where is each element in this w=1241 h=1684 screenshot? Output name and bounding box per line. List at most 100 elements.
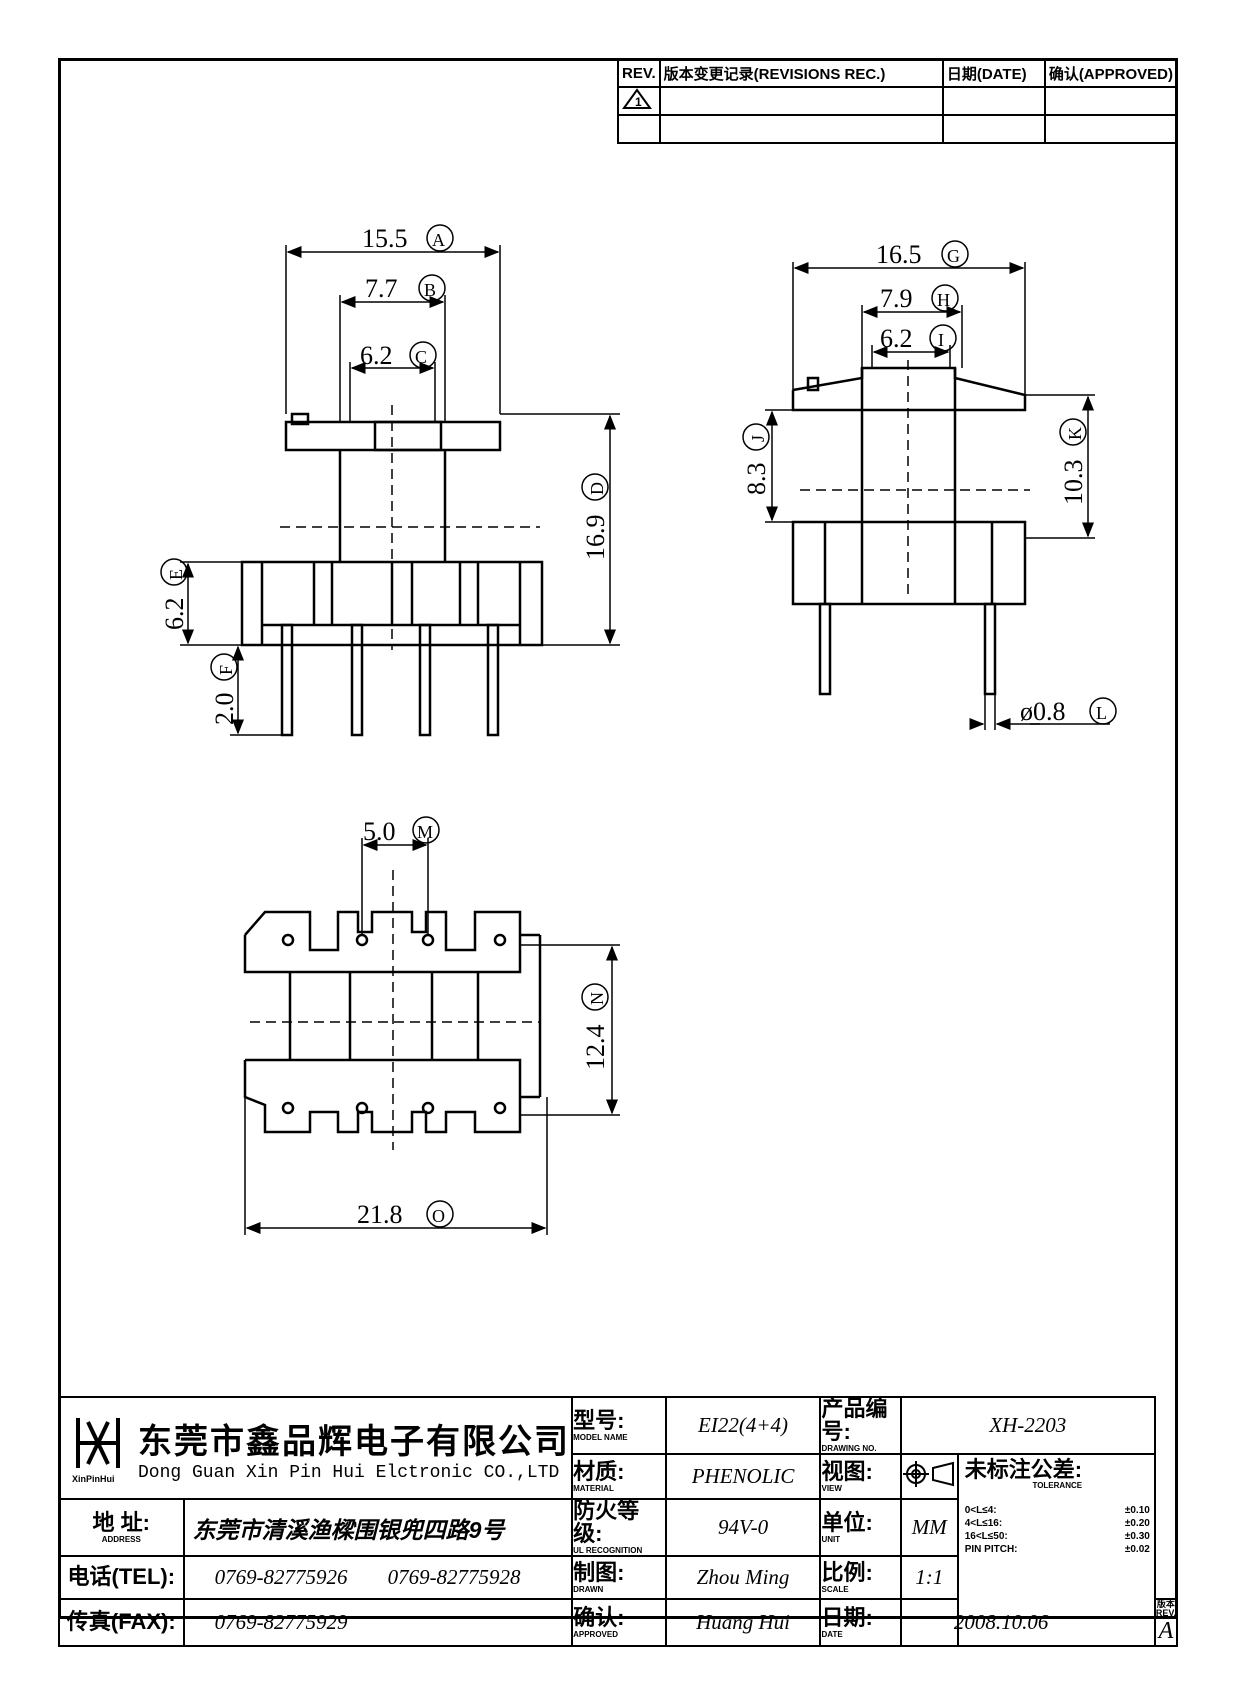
rev-label: 版本REV.: [1155, 1599, 1177, 1618]
dim-j-letter: J: [748, 435, 768, 442]
drawn-sub: DRAWN: [573, 1584, 604, 1594]
address-label: 地 址:: [92, 1509, 150, 1535]
address-value: 东莞市清溪渔樑围银兜四路9号: [182, 1498, 574, 1557]
approved-label-cell: 确认:APPROVED: [571, 1598, 667, 1647]
scale-sub: SCALE: [821, 1584, 849, 1594]
ul-value: 94V-0: [664, 1498, 822, 1557]
ul-label-cell: 防火等级:UL RECOGNITION: [571, 1498, 667, 1557]
centerlines: [250, 360, 1030, 1150]
revision-approved-header: 确认(APPROVED): [1043, 58, 1179, 88]
tol-value: ±0.20: [1124, 1518, 1150, 1529]
dim-n-value: 12.4: [581, 1025, 610, 1071]
dim-k-letter: K: [1065, 427, 1085, 440]
revision-empty-cell: [1043, 114, 1179, 144]
dim-f-letter: F: [216, 665, 236, 675]
dim-d-letter: D: [587, 482, 607, 495]
logo-text: XinPinHui: [72, 1474, 115, 1484]
dim-c-value: 6.2: [360, 341, 393, 370]
revision-empty-cell: [658, 114, 944, 144]
fax-label-cell: 传真(FAX):: [58, 1598, 185, 1647]
tolerance-label: 未标注公差:: [964, 1457, 1083, 1482]
dim-o-letter: O: [432, 1206, 445, 1226]
tolerance-table: 0<L≤4:±0.10 4<L≤16:±0.20 16<L≤50:±0.30 P…: [965, 1504, 1150, 1556]
date-label-cell: 日期:DATE: [819, 1598, 902, 1647]
revision-triangle-icon: 1: [622, 88, 652, 109]
address-label-cell: 地 址:ADDRESS: [58, 1498, 185, 1557]
company-cell: XinPinHui 东莞市鑫品辉电子有限公司 Dong Guan Xin Pin…: [57, 1396, 574, 1500]
revision-empty-cell: [941, 114, 1046, 144]
dim-n-letter: N: [587, 992, 607, 1005]
revision-record-cell: [658, 86, 944, 116]
dim-e-value: 6.2: [160, 598, 189, 631]
tel2-value: 0769-82775928: [387, 1565, 521, 1589]
drawn-label-cell: 制图:DRAWN: [571, 1555, 667, 1600]
tol-value: ±0.10: [1124, 1505, 1150, 1516]
dim-i-value: 6.2: [880, 324, 913, 353]
dim-i-letter: I: [938, 330, 944, 350]
dimension-lines: [180, 245, 1110, 1235]
scale-value: 1:1: [899, 1555, 959, 1600]
fax-label: 传真(FAX):: [66, 1609, 176, 1634]
projection-symbol-cell: [899, 1453, 959, 1500]
dim-h-letter: H: [937, 290, 950, 310]
rev-header: REV.: [617, 58, 661, 88]
revision-triangle-cell: 1: [617, 86, 661, 116]
bottom-view: [243, 910, 542, 1134]
model-label: 型号:: [573, 1407, 625, 1433]
ul-label: 防火等级:: [573, 1498, 640, 1546]
revision-empty-cell: [617, 114, 661, 144]
dim-a-value: 15.5: [362, 224, 408, 253]
model-label-cell: 型号:MODEL NAME: [571, 1396, 667, 1455]
view-label: 视图:: [821, 1458, 873, 1484]
dim-h-value: 7.9: [880, 284, 913, 313]
dim-b-value: 7.7: [365, 274, 398, 303]
side-view: [791, 366, 1027, 696]
tel-label: 电话(TEL):: [67, 1564, 176, 1589]
material-sub: MATERIAL: [573, 1483, 614, 1493]
drawn-value: Zhou Ming: [664, 1555, 822, 1600]
ul-sub: UL RECOGNITION: [573, 1546, 643, 1555]
unit-label: 单位:: [821, 1509, 873, 1535]
tol-range: PIN PITCH:: [964, 1544, 1018, 1555]
rev-cell: 版本REV. A: [1153, 1598, 1179, 1647]
company-name-cn: 东莞市鑫品辉电子有限公司: [138, 1422, 570, 1461]
dim-c-letter: C: [415, 347, 427, 367]
unit-value: MM: [899, 1498, 959, 1557]
revisions-table: REV. 版本变更记录(REVISIONS REC.) 日期(DATE) 确认(…: [617, 58, 1179, 144]
approved-value: Huang Hui: [664, 1598, 822, 1647]
fax-value: 0769-82775929: [182, 1598, 574, 1647]
revision-record-header: 版本变更记录(REVISIONS REC.): [658, 58, 944, 88]
material-label-cell: 材质:MATERIAL: [571, 1453, 667, 1500]
dim-l-letter: L: [1096, 703, 1107, 723]
drawn-label: 制图:: [573, 1559, 625, 1585]
company-name-en: Dong Guan Xin Pin Hui Elctronic CO.,LTD: [138, 1462, 560, 1483]
dim-a-letter: A: [432, 230, 445, 250]
date-label: 日期:: [821, 1604, 873, 1630]
drawing-no-value: XH-2203: [899, 1396, 1156, 1455]
drawing-no-label-cell: 产品编号:DRAWING NO.: [819, 1396, 902, 1455]
technical-drawing: 15.5 A 7.7 B 6.2 C 16.9 D 6.2 E 2.0 F 16…: [160, 224, 1117, 1235]
dim-m-value: 5.0: [363, 817, 396, 846]
dim-e-letter: E: [166, 569, 186, 580]
dim-o-value: 21.8: [357, 1200, 403, 1229]
tolerance-cell: 未标注公差: TOLERANCE 0<L≤4:±0.10 4<L≤16:±0.2…: [956, 1453, 1156, 1647]
address-sub: ADDRESS: [101, 1534, 141, 1544]
tol-range: 16<L≤50:: [964, 1531, 1008, 1542]
unit-label-cell: 单位:UNIT: [819, 1498, 902, 1557]
dim-l-value: ø0.8: [1020, 697, 1066, 726]
scale-label-cell: 比例:SCALE: [819, 1555, 902, 1600]
title-block: XinPinHui 东莞市鑫品辉电子有限公司 Dong Guan Xin Pin…: [57, 1396, 1179, 1647]
tol-range: 4<L≤16:: [964, 1518, 1003, 1529]
unit-sub: UNIT: [821, 1534, 841, 1544]
drawing-no-label: 产品编号:: [821, 1396, 888, 1444]
dim-b-letter: B: [424, 280, 436, 300]
dim-j-value: 8.3: [742, 463, 771, 496]
dim-d-value: 16.9: [581, 515, 610, 561]
tol-value: ±0.02: [1124, 1544, 1150, 1555]
view-sub: VIEW: [821, 1483, 842, 1493]
date-value: 2008.10.06: [899, 1598, 1102, 1647]
revision-approved-cell: [1043, 86, 1179, 116]
revision-date-cell: [941, 86, 1046, 116]
dim-k-value: 10.3: [1059, 460, 1088, 506]
